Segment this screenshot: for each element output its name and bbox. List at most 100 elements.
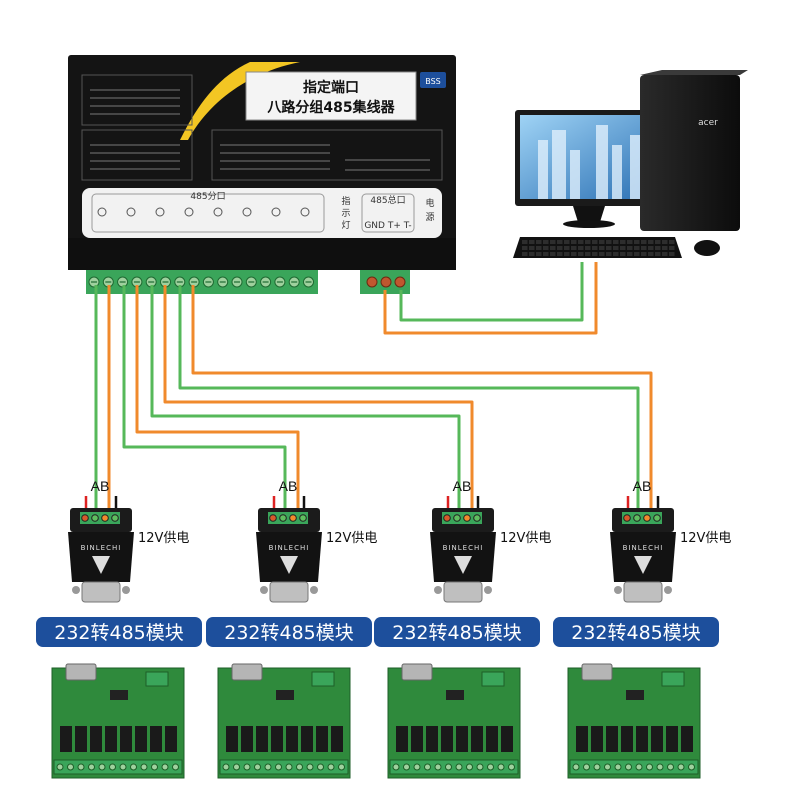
hub-title-line1: 指定端口 [303, 79, 359, 96]
relay-board-power-terminal [311, 671, 335, 687]
rs485-wire [163, 285, 474, 510]
keyboard-key [627, 252, 633, 256]
keyboard-key [543, 246, 549, 250]
keyboard-key [662, 252, 668, 256]
relay-board-terminal-screw [413, 763, 421, 771]
module-badge-text: 232转485模块 [571, 622, 701, 644]
hub-485-master-port [361, 193, 415, 233]
converter-terminal-screw [463, 514, 471, 522]
hub-port-circles [97, 207, 310, 217]
converter-logo [92, 556, 110, 574]
relay-board-terminal-screw [161, 763, 169, 771]
relay [241, 726, 253, 752]
converter-terminal-screw [101, 514, 109, 522]
db9-screw [484, 586, 492, 594]
relay [120, 726, 132, 752]
keyboard-key [669, 252, 675, 256]
module-badge [36, 617, 202, 647]
converter-brand: BINLECHI [269, 544, 310, 552]
relay-board-terminal-screw [508, 763, 515, 771]
hub-base [68, 238, 456, 270]
db9-connector [623, 581, 663, 603]
keyboard-key [529, 246, 535, 250]
relay-board-terminal-screw [264, 763, 272, 771]
keyboard-key [522, 240, 528, 244]
converter-terminal-block [622, 512, 662, 524]
pc-tower-top [640, 70, 748, 75]
relay-board-terminal-screw [338, 763, 345, 771]
hub-indicator-label-2: 示 [341, 209, 350, 219]
keyboard-key [634, 246, 640, 250]
relay-board-chip [276, 690, 294, 700]
relay [165, 726, 177, 752]
keyboard-key [627, 246, 633, 250]
db9-screw [434, 586, 442, 594]
relay-board-terminal-screw [285, 763, 293, 771]
relay-board-terminal-screw [56, 763, 64, 771]
ab-label: AB [453, 478, 472, 494]
db9-screw [72, 586, 80, 594]
keyboard-key [550, 252, 556, 256]
keyboard-key [557, 252, 563, 256]
keyboard-key [564, 240, 570, 244]
relay-board-chip [446, 690, 464, 700]
relay-board-terminal-screw [306, 763, 314, 771]
relay [441, 726, 453, 752]
relay-board-power-terminal [481, 671, 505, 687]
keyboard-key [571, 252, 577, 256]
relay [651, 726, 663, 752]
hub-title-line2: 八路分组485集线器 [266, 99, 395, 116]
relay-board-terminal-screw [455, 763, 463, 771]
relay-board-terminal-screw [327, 763, 335, 771]
relay-board-terminal-screw [77, 763, 85, 771]
relay [90, 726, 102, 752]
relay [286, 726, 298, 752]
keyboard-key [634, 252, 640, 256]
relay-board-terminal-screw [625, 763, 632, 771]
db9-connector [269, 581, 309, 603]
relay-board-power-terminal [661, 671, 685, 687]
relay-board-terminal-screw [109, 763, 116, 771]
keyboard-key [655, 252, 661, 256]
relay-board-terminal-screw [392, 763, 400, 771]
keyboard-key [641, 252, 647, 256]
keyboard-key [641, 240, 647, 244]
module-badge [206, 617, 372, 647]
module-badge-text: 232转485模块 [224, 622, 354, 644]
relay-board-terminal-screw [172, 763, 179, 771]
keyboard-key [592, 252, 598, 256]
module-badge [374, 617, 540, 647]
db9-connector [443, 581, 483, 603]
hub-master-terminals: GND T+ T- [364, 221, 411, 231]
keyboard-key [585, 240, 591, 244]
relay [591, 726, 603, 752]
converter-terminal-screw [453, 514, 461, 522]
relay-board-terminal-screw [656, 763, 664, 771]
keyboard-key [557, 246, 563, 250]
relay [226, 726, 238, 752]
relay-board-terminal-screw [667, 763, 674, 771]
rs485-wire [383, 262, 598, 335]
converter-brand: BINLECHI [81, 544, 122, 552]
module-badge-text: 232转485模块 [54, 622, 184, 644]
ab-label: AB [633, 478, 652, 494]
keyboard-key [648, 240, 654, 244]
hub-title-panel [245, 71, 417, 121]
converter-logo [280, 556, 298, 574]
relay [135, 726, 147, 752]
converter-brand: BINLECHI [443, 544, 484, 552]
keyboard-key [669, 246, 675, 250]
keyboard-key [606, 246, 612, 250]
rs485-wire [135, 285, 300, 510]
keyboard-key [522, 252, 528, 256]
keyboard-key [620, 252, 626, 256]
relay-board-terminal-screw [151, 763, 158, 771]
relay-board-terminal-screw [296, 763, 303, 771]
relay-board-terminal-screw [243, 763, 251, 771]
relay-board-db9 [581, 663, 613, 681]
relay-board-terminal-screw [583, 763, 590, 771]
hub-notes-box-1 [81, 74, 193, 126]
